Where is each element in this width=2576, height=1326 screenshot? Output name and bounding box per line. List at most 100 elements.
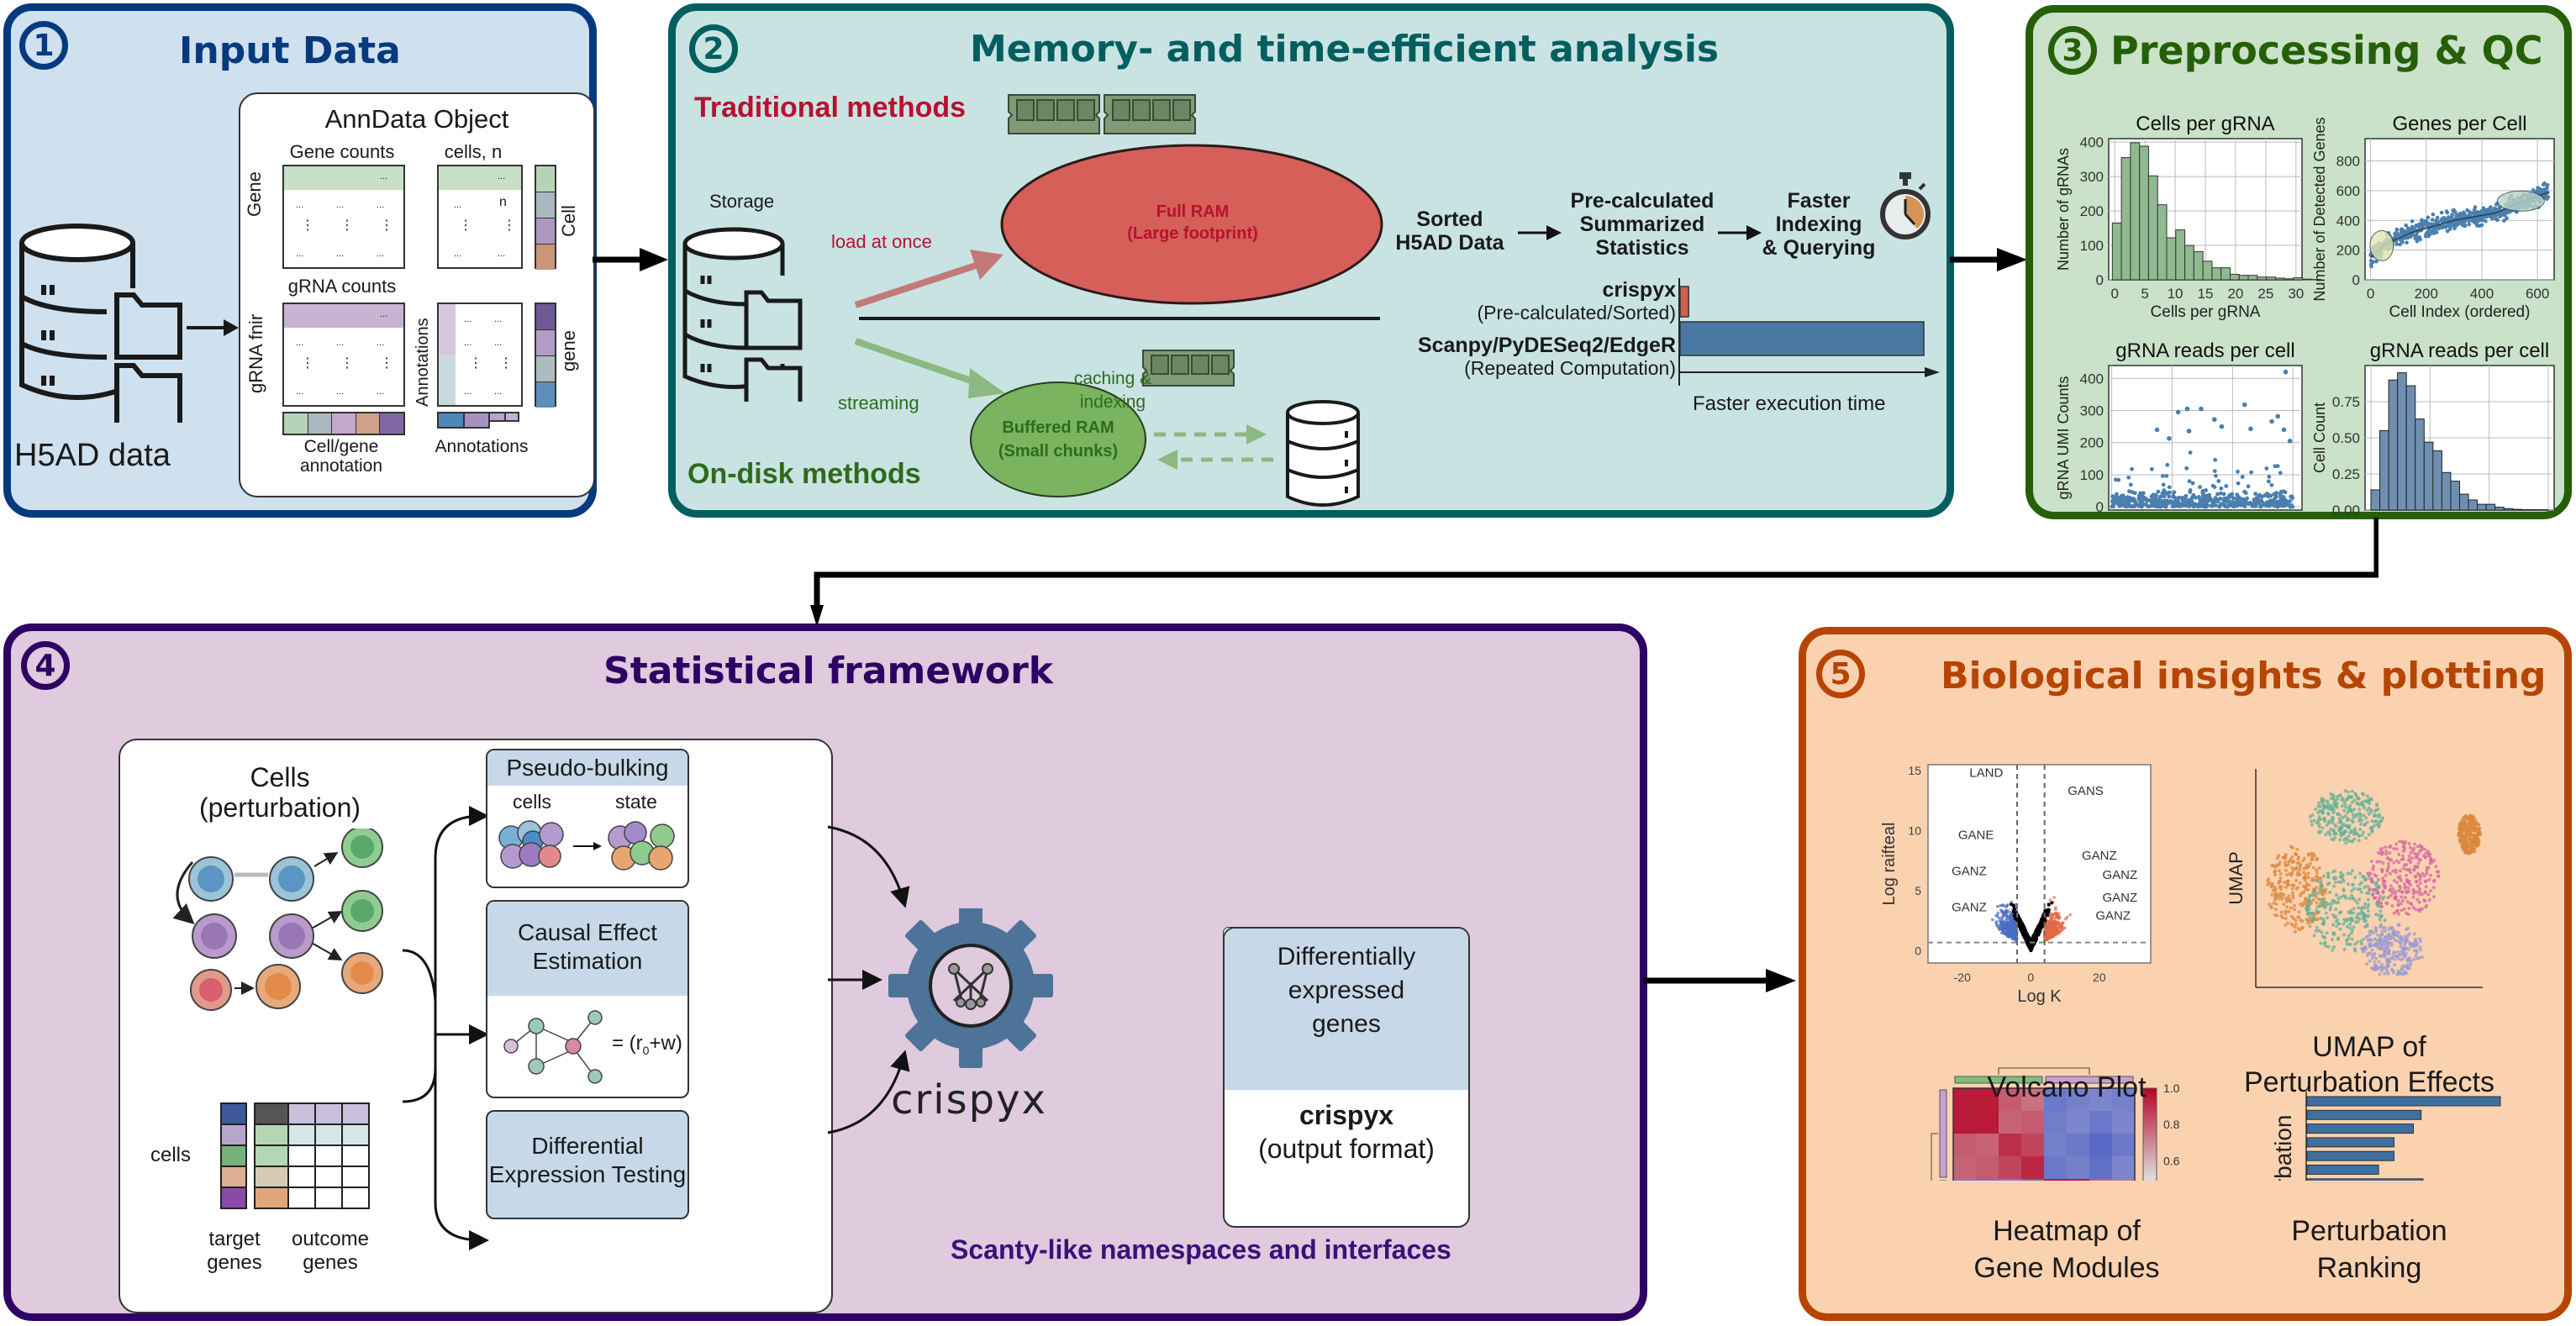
scatter-point — [2126, 475, 2131, 480]
umap-point — [2373, 927, 2378, 931]
umap-point — [2315, 868, 2319, 872]
scatter-point — [2444, 209, 2449, 213]
umap-point — [2344, 805, 2348, 809]
method-pseudo-bulking[interactable]: Pseudo-bulking cells state — [486, 749, 689, 888]
umap-point — [2418, 945, 2422, 950]
label-line: Gene Modules — [1973, 1252, 2160, 1284]
umap-point — [2352, 827, 2357, 831]
umap-point — [2412, 868, 2416, 872]
scatter-point — [2156, 489, 2161, 494]
scatter-point — [2435, 215, 2440, 220]
volcano-point — [2018, 927, 2022, 931]
y-tick-label: 15 — [1908, 764, 1921, 777]
matrix-header-row — [284, 166, 403, 190]
label-line: indexing — [1079, 392, 1146, 412]
heatmap-cell — [1976, 1179, 1999, 1181]
stopwatch-icon — [1880, 172, 1931, 239]
umap-point — [2413, 842, 2417, 846]
output-card-body: crispyx (output format) — [1225, 1090, 1468, 1166]
umap-point — [2315, 908, 2319, 913]
umap-point — [2358, 827, 2363, 831]
umap-point — [2311, 897, 2315, 902]
umap-point — [2431, 879, 2436, 883]
method-differential-expression[interactable]: Differential Expression Testing — [486, 1110, 689, 1219]
x-tick-label: 15 — [2198, 286, 2214, 302]
y-tick-label: 300 — [2080, 169, 2104, 185]
umap-point — [2342, 918, 2347, 922]
umap-point — [2331, 923, 2336, 927]
umap-point — [2321, 922, 2325, 926]
umap-point — [2379, 969, 2384, 973]
umap-point — [2411, 906, 2415, 910]
umap-point — [2369, 860, 2373, 864]
histogram-bar — [2530, 508, 2540, 511]
volcano-point — [2000, 903, 2004, 908]
histogram-bar — [2485, 503, 2496, 511]
umap-point — [2332, 884, 2336, 888]
umap-point — [2334, 893, 2338, 897]
umap-point — [2425, 871, 2429, 876]
umap-point — [2479, 833, 2483, 837]
umap-point — [2413, 865, 2417, 869]
volcano-point — [2002, 911, 2006, 914]
histogram-bar — [2450, 481, 2460, 511]
umap-point — [2352, 887, 2356, 891]
umap-point — [2273, 893, 2277, 897]
scatter-point — [2233, 503, 2238, 508]
heatmap-cell — [2021, 1156, 2044, 1179]
umap-point — [2308, 893, 2312, 897]
umap-point — [2385, 902, 2389, 906]
heatmap-cell — [1953, 1179, 1976, 1181]
umap-point — [2363, 918, 2368, 923]
database-folders-icon — [19, 224, 182, 423]
umap-point — [2319, 897, 2323, 902]
x-tick-label: 300 — [2536, 516, 2560, 518]
cells-perturbation-label: Cells (perturbation) — [187, 762, 372, 823]
umap-point — [2400, 854, 2405, 858]
label-line: (Large footprint) — [1127, 224, 1258, 243]
umap-point — [2400, 839, 2405, 844]
volcano-point — [2051, 929, 2055, 933]
umap-point — [2377, 886, 2381, 890]
scatter-point — [2248, 426, 2253, 432]
vdots: ⋮ — [301, 356, 314, 371]
scatter-point — [2138, 491, 2143, 496]
umap-point — [2417, 857, 2421, 861]
umap-point — [2333, 802, 2337, 806]
umap-point — [2356, 901, 2360, 905]
umap-point — [2336, 918, 2340, 922]
method-causal-effect[interactable]: Causal Effect Estimation = (r0+w) — [486, 900, 689, 1098]
chart-title: gRNA reads per cell — [2370, 339, 2549, 362]
x-axis-label: Cell Index (ordered) — [2389, 303, 2531, 321]
label-line: annotation — [299, 456, 383, 476]
volcano-point — [2002, 925, 2006, 929]
umap-point — [2306, 876, 2310, 880]
scatter-point — [2214, 473, 2218, 478]
umap-point — [2278, 879, 2283, 883]
umap-point — [2315, 905, 2320, 909]
umap-point — [2289, 906, 2293, 910]
scatter-point — [2288, 499, 2292, 503]
scatter-point — [2541, 188, 2546, 192]
umap-point — [2313, 878, 2317, 882]
ellipsis: ... — [494, 314, 503, 324]
umap-point — [2367, 833, 2371, 837]
colorbar-tick: 0.6 — [2163, 1154, 2180, 1167]
umap-point — [2284, 909, 2288, 913]
umap-point — [2342, 800, 2347, 804]
scatter-point — [2165, 462, 2170, 467]
colorbar-tick: 0.8 — [2163, 1118, 2180, 1131]
chart-title: Genes per Cell — [2392, 113, 2526, 135]
umap-point — [2403, 934, 2407, 939]
histogram-bar — [2238, 275, 2249, 281]
umap-point — [2321, 918, 2326, 922]
scatter-point — [2222, 497, 2227, 503]
y-tick-label: 400 — [2080, 134, 2104, 150]
umap-point — [2284, 860, 2288, 864]
umap-point — [2384, 945, 2388, 950]
ranking-bar — [2306, 1137, 2394, 1148]
umap-point — [2325, 823, 2329, 827]
scatter-point — [2505, 216, 2509, 221]
umap-point — [2466, 844, 2470, 848]
